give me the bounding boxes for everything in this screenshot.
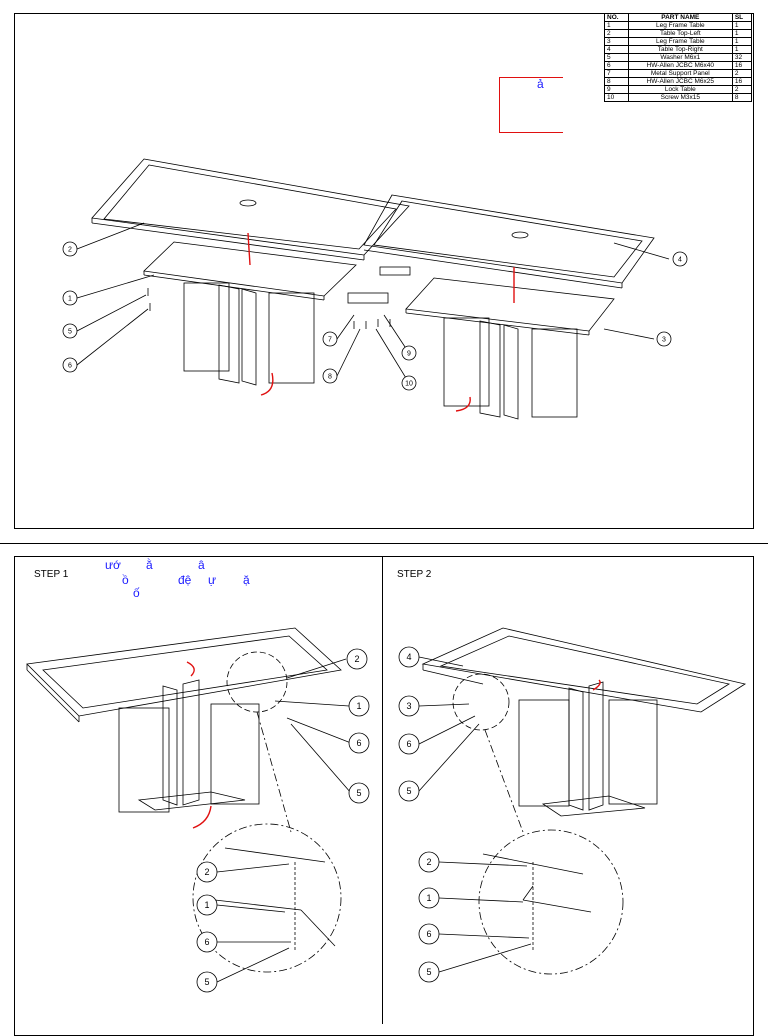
callout-7: 7 (328, 337, 332, 344)
step-1-note-6: ự (208, 573, 217, 587)
step-1-note-7: ặ (243, 573, 250, 587)
step-1-callout-5: 5 (356, 788, 361, 798)
note-box (499, 77, 563, 133)
leg-frame-right (405, 277, 615, 420)
step-2-detail-callout-6: 6 (426, 929, 431, 939)
step-2-drawing: 4 3 6 5 2 1 6 5 (398, 627, 747, 983)
step-2-detail-callout-1: 1 (426, 893, 431, 903)
step-2-callout-3: 3 (406, 701, 411, 711)
callout-5: 5 (68, 329, 72, 336)
callout-8: 8 (328, 374, 332, 381)
step-2-callout-6: 6 (406, 739, 411, 749)
step-2-detail-callout-5: 5 (426, 967, 431, 977)
step-1-detail-callout-2: 2 (204, 867, 209, 877)
leg-frame-left (143, 241, 357, 386)
step-1-callout-2: 2 (354, 654, 359, 664)
callout-2: 2 (68, 247, 72, 254)
step-1-drawing: 2 1 6 5 2 1 6 5 (26, 627, 370, 993)
row-qty: 8 (731, 93, 753, 102)
step-1-detail-callout-6: 6 (204, 937, 209, 947)
step-1-title: STEP 1 (34, 569, 69, 580)
step-2-callout-5: 5 (406, 786, 411, 796)
callout-1: 1 (68, 296, 72, 303)
step-2-callout-4: 4 (406, 652, 411, 662)
callout-3: 3 (662, 337, 666, 344)
steps-divider (382, 556, 383, 1024)
hardware-cluster (147, 266, 411, 329)
step-1-note-5: đệ (178, 573, 192, 587)
table-top-left (91, 158, 410, 261)
step-1-callout-1: 1 (356, 701, 361, 711)
step-2-detail-callout-2: 2 (426, 857, 431, 867)
step-1-detail-callout-1: 1 (204, 900, 209, 910)
page-separator (0, 543, 768, 544)
step-2-title: STEP 2 (397, 569, 432, 580)
step-1-note-2: ằ (146, 558, 153, 572)
note-box-text: ả (537, 77, 544, 91)
step-1-note-3: â (198, 558, 205, 572)
callout-10: 10 (405, 381, 413, 388)
step-1-detail-callout-5: 5 (204, 977, 209, 987)
overview-drawing: 2 1 5 6 7 8 9 10 4 3 (62, 158, 688, 420)
table-top-right (363, 194, 655, 289)
step-1-note-1: ướ (105, 558, 121, 572)
step-1-note-8: ố (133, 586, 140, 600)
step-1-callout-6: 6 (356, 738, 361, 748)
step-1-note-4: ồ (122, 573, 129, 587)
callout-9: 9 (407, 351, 411, 358)
overview-panel (14, 13, 754, 529)
callout-6: 6 (68, 363, 72, 370)
callout-4: 4 (678, 257, 682, 264)
